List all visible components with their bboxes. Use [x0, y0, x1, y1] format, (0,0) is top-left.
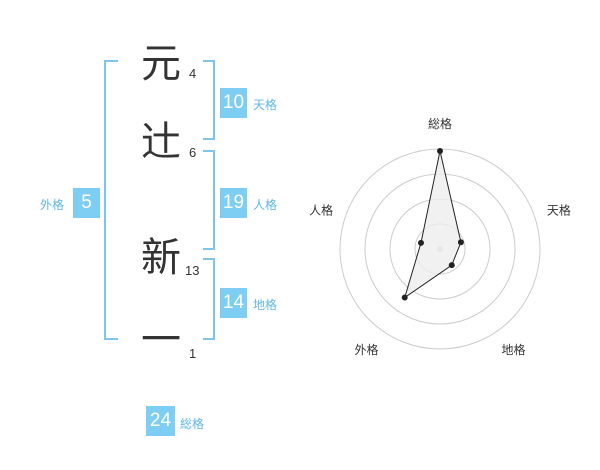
stroke-count-4: 1	[189, 346, 197, 361]
name-char-4: 一	[141, 317, 181, 363]
chikaku-value: 14	[220, 288, 247, 318]
radar-axis-label-3: 地格	[501, 342, 525, 357]
radar-point-5	[417, 239, 424, 246]
radar-axis-label-2: 天格	[547, 202, 571, 217]
name-char-2: 辻	[141, 119, 181, 165]
radar-axis-label-4: 外格	[355, 342, 379, 357]
radar-series-polygon	[403, 150, 462, 299]
jinkaku-bracket	[203, 150, 215, 250]
tenkaku-value: 10	[220, 88, 247, 118]
chikaku-label: 地格	[253, 298, 278, 312]
radar-point-1	[437, 148, 443, 154]
stroke-count-1: 4	[189, 66, 197, 81]
name-char-3: 新	[141, 235, 181, 281]
gaikaku-label: 外格	[40, 198, 65, 212]
radar-axis-label-1: 総格	[428, 116, 452, 131]
gaikaku-bracket	[104, 60, 118, 340]
radar-point-4	[401, 294, 408, 301]
name-char-1: 元	[141, 41, 181, 87]
chikaku-bracket	[203, 258, 215, 340]
jinkaku-value: 19	[220, 188, 247, 218]
tenkaku-bracket	[203, 60, 215, 140]
jinkaku-label: 人格	[253, 198, 278, 212]
soukaku-label: 総格	[180, 417, 205, 431]
stroke-count-2: 6	[189, 145, 197, 160]
tenkaku-label: 天格	[253, 98, 278, 112]
soukaku-value: 24	[146, 406, 175, 436]
radar-point-2	[457, 239, 464, 246]
gaikaku-value: 5	[73, 188, 100, 218]
radar-axis-label-5: 人格	[309, 202, 333, 217]
stroke-count-3: 13	[185, 263, 200, 278]
radar-point-3	[448, 262, 455, 269]
